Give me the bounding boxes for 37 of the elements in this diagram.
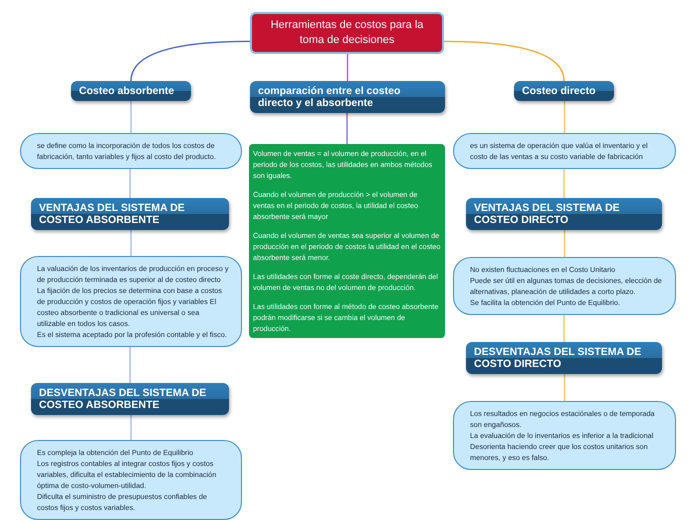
connector-line — [346, 113, 348, 144]
connector-line — [130, 40, 250, 82]
header-text: DESVENTAJAS DEL SISTEMA DE COSTEO ABSORBENTE — [39, 387, 208, 411]
connector-line — [564, 374, 566, 401]
header-text: Costeo absorbente — [79, 85, 176, 97]
topic-header — [514, 81, 614, 101]
header-text: DESVENTAJAS DEL SISTEMA DE COSTO DIRECTO — [474, 346, 642, 370]
header-text: VENTAJAS DEL SISTEMA DE COSTEO DIRECTO — [474, 202, 621, 226]
topic-header — [31, 198, 229, 230]
connector-line — [564, 101, 566, 133]
note-bubble — [20, 256, 242, 347]
note-bubble — [20, 133, 242, 169]
connector-line — [564, 230, 566, 257]
note-bubble — [20, 440, 242, 520]
note-bubble — [453, 401, 676, 470]
connector-line — [563, 169, 565, 198]
header-text: comparación entre el costeo directo y el absorbente — [258, 85, 402, 109]
connector-line — [346, 54, 348, 81]
header-text: VENTAJAS DEL SISTEMA DE COSTEO ABSORBENTE — [39, 202, 186, 226]
topic-text: Herramientas de costos para la toma de decisiones — [270, 18, 424, 48]
connector-line — [130, 230, 132, 256]
connector-line — [563, 315, 565, 342]
comparison-panel — [249, 144, 445, 338]
connector-line — [129, 169, 131, 198]
header-text: Costeo directo — [522, 85, 597, 97]
note-bubble — [453, 257, 676, 315]
connector-line — [129, 347, 131, 383]
topic-header — [31, 383, 229, 415]
topic-header — [71, 81, 191, 101]
connector-line — [130, 415, 132, 440]
topic-header — [250, 81, 445, 113]
connector-line — [130, 101, 132, 133]
topic-header — [466, 342, 662, 374]
note-bubble — [453, 133, 676, 169]
central-topic — [250, 12, 444, 54]
topic-header — [466, 198, 662, 230]
connector-line — [444, 40, 565, 82]
